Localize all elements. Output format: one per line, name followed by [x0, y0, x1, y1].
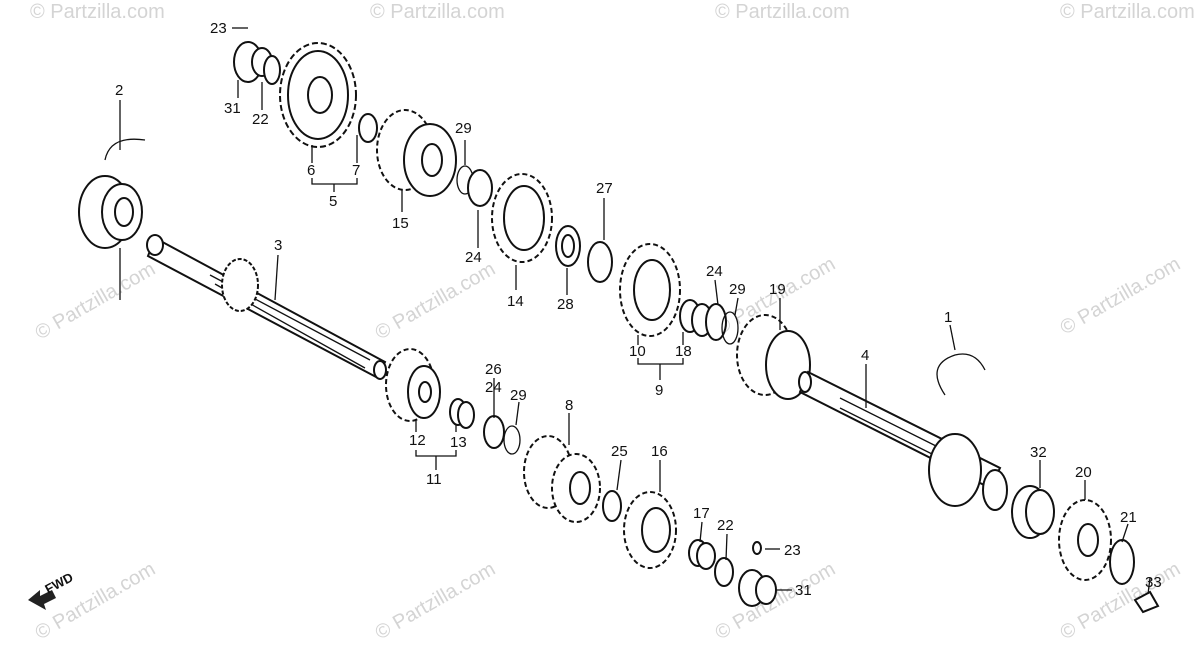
callout-32: 32 [1030, 444, 1047, 461]
callout-3: 3 [274, 237, 282, 254]
washer-24-top[interactable] [467, 169, 493, 207]
callout-23-low: 23 [784, 542, 801, 559]
oil-seal-32[interactable] [1011, 485, 1055, 539]
callout-10: 10 [629, 343, 646, 360]
callout-26: 26 [485, 361, 502, 378]
watermark: © Partzilla.com [1060, 1, 1195, 23]
callout-13: 13 [450, 434, 467, 451]
bushing-13[interactable] [449, 398, 475, 429]
callout-2: 2 [115, 82, 123, 99]
callout-18: 18 [675, 343, 692, 360]
watermark: © Partzilla.com [32, 558, 160, 644]
gear-16[interactable] [623, 491, 677, 569]
callout-15: 15 [392, 215, 409, 232]
washer-25[interactable] [602, 490, 622, 522]
callout-11: 11 [426, 471, 442, 488]
gear-12[interactable] [385, 348, 441, 422]
watermark: © Partzilla.com [370, 1, 505, 23]
washer-24-mid[interactable] [705, 303, 727, 341]
callout-19: 19 [769, 281, 786, 298]
plate-21[interactable] [1109, 539, 1135, 585]
bushing-7[interactable] [358, 113, 378, 143]
gear-8[interactable] [523, 435, 601, 523]
circlip-2[interactable] [104, 138, 146, 161]
callout-28: 28 [557, 296, 574, 313]
pin-23-low[interactable] [752, 541, 762, 555]
washer-28[interactable] [555, 225, 581, 267]
callout-25: 25 [611, 443, 628, 460]
bearing-left[interactable] [78, 175, 143, 249]
callout-31-low: 31 [795, 582, 812, 599]
callout-24-mid: 24 [706, 263, 723, 280]
callout-24-low: 24 [485, 379, 502, 396]
callout-5: 5 [329, 193, 337, 210]
fwd-arrow-icon [28, 590, 56, 610]
callout-8: 8 [565, 397, 573, 414]
callout-31-top: 31 [224, 100, 241, 117]
snap-ring-29-low[interactable] [503, 425, 521, 455]
callout-22-low: 22 [717, 517, 734, 534]
watermarks: © Partzilla.com © Partzilla.com © Partzi… [30, 1, 1195, 644]
callout-22-top: 22 [252, 111, 269, 128]
watermark: © Partzilla.com [1057, 253, 1185, 339]
ring-22-top[interactable] [263, 55, 281, 85]
callout-24-top: 24 [465, 249, 482, 266]
callout-6: 6 [307, 162, 315, 179]
callout-20: 20 [1075, 464, 1092, 481]
callout-17: 17 [693, 505, 710, 522]
callout-12: 12 [409, 432, 426, 449]
callout-9: 9 [655, 382, 663, 399]
watermark: © Partzilla.com [715, 1, 850, 23]
callout-4: 4 [861, 347, 869, 364]
snap-ring-29-mid[interactable] [721, 311, 739, 345]
bearing-31-low[interactable] [738, 569, 777, 607]
washer-24-low[interactable] [483, 415, 505, 449]
callout-33: 33 [1145, 574, 1162, 591]
mainshaft-3[interactable] [146, 234, 387, 380]
gear-10[interactable] [619, 243, 681, 337]
callout-29-top: 29 [455, 120, 472, 137]
callout-7: 7 [352, 162, 360, 179]
sprocket-20[interactable] [1058, 499, 1112, 581]
gear-14[interactable] [491, 173, 553, 263]
watermark: © Partzilla.com [32, 258, 160, 344]
countershaft-4[interactable] [798, 370, 1008, 511]
fwd-label: FWD [42, 570, 75, 597]
callouts: 23 31 22 6 7 5 2 29 15 24 3 27 14 28 10 … [115, 20, 1162, 599]
ring-22-low[interactable] [714, 557, 734, 587]
watermark: © Partzilla.com [30, 1, 165, 23]
callout-14: 14 [507, 293, 524, 310]
callout-27: 27 [596, 180, 613, 197]
callout-21: 21 [1120, 509, 1137, 526]
callout-16: 16 [651, 443, 668, 460]
callout-29-low: 29 [510, 387, 527, 404]
ring-27[interactable] [587, 241, 613, 283]
watermark: © Partzilla.com [372, 258, 500, 344]
gear-15[interactable] [376, 109, 457, 197]
circlip-1[interactable] [936, 353, 986, 396]
bolt-33[interactable] [1133, 590, 1160, 614]
bushing-17[interactable] [688, 539, 716, 570]
callout-1: 1 [944, 309, 952, 326]
callout-23-top: 23 [210, 20, 227, 37]
gear-6[interactable] [279, 42, 357, 148]
watermark: © Partzilla.com [372, 558, 500, 644]
callout-29-mid: 29 [729, 281, 746, 298]
leader-lines [119, 27, 1151, 595]
gear-19[interactable] [736, 314, 811, 400]
